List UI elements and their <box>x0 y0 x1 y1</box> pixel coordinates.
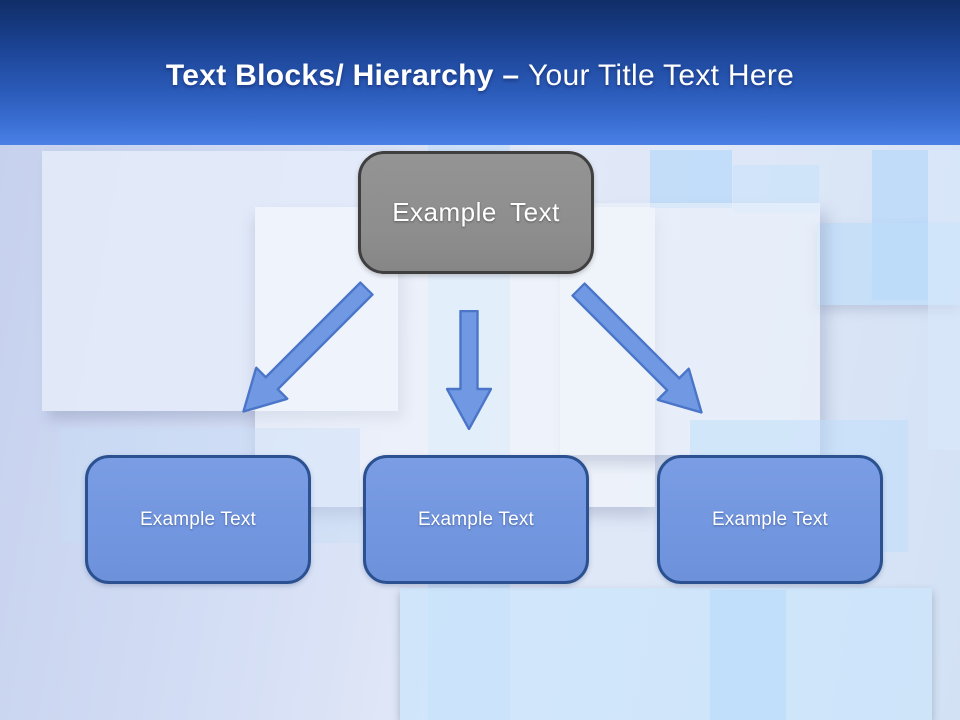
arrow-down-left-icon <box>227 272 384 429</box>
child-text-block-2-label: Example Text <box>417 508 535 530</box>
arrow-down-icon <box>446 310 492 430</box>
child-text-block-1: Example Text <box>85 455 311 584</box>
arrow-down-right-icon <box>562 273 719 430</box>
root-text-block: Example Text <box>358 151 594 274</box>
background-tile <box>710 590 786 720</box>
background-tile <box>928 150 960 450</box>
title-bold-text: Text Blocks/ Hierarchy <box>165 58 494 92</box>
slide-header: Text Blocks/ Hierarchy – Your Title Text… <box>0 0 960 145</box>
title-regular-text: Your Title Text Here <box>527 58 795 92</box>
slide-title: Text Blocks/ Hierarchy – Your Title Text… <box>166 53 794 93</box>
background-tile <box>560 203 820 455</box>
title-separator: – <box>502 58 520 92</box>
child-text-block-2: Example Text <box>363 455 589 584</box>
background-tile <box>400 588 932 720</box>
child-text-block-1-label: Example Text <box>139 508 257 530</box>
child-text-block-3-label: Example Text <box>711 508 829 530</box>
root-text-block-label: Example Text <box>392 197 560 227</box>
background-tile <box>650 150 732 208</box>
slide-body: Example Text Example Text Example Text E… <box>0 145 960 720</box>
child-text-block-3: Example Text <box>657 455 883 584</box>
